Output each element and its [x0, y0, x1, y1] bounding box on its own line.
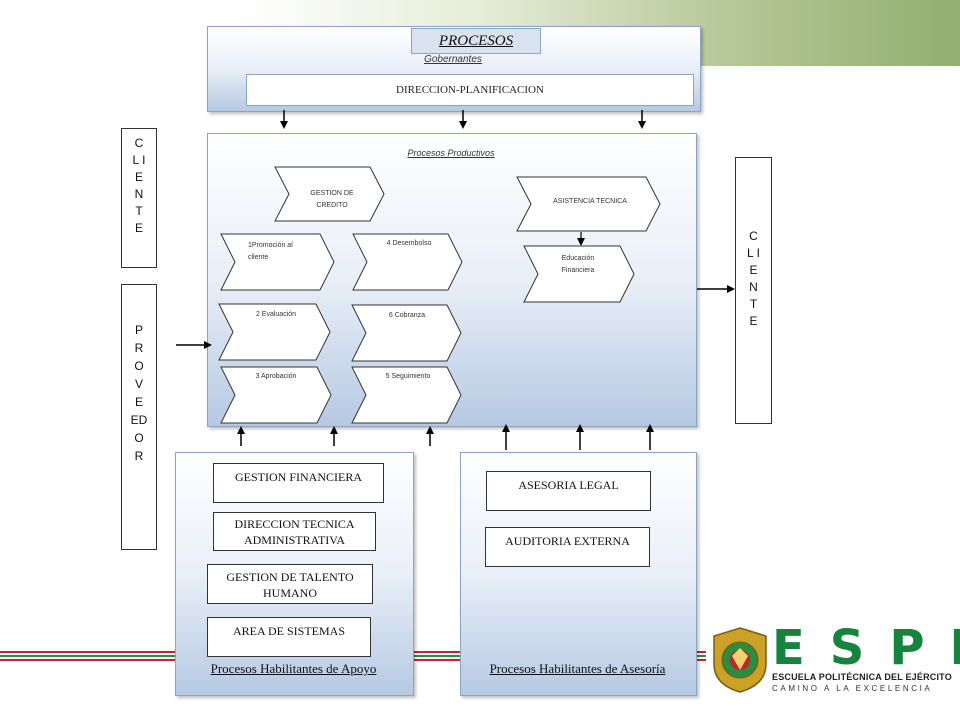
- auditoria-externa-box: AUDITORIA EXTERNA: [485, 527, 650, 567]
- evaluacion-shape: [218, 303, 331, 361]
- evaluacion-label: 2 Evaluación: [255, 311, 297, 318]
- promocion-line2: cliente: [248, 254, 269, 261]
- educacion-line1: Educación: [561, 255, 595, 262]
- seguimiento-shape: [351, 366, 462, 424]
- promocion-shape: [220, 233, 335, 291]
- left-client-box: C L I E N T E: [121, 128, 157, 268]
- direction-planning-box: DIRECCION-PLANIFICACION: [246, 74, 694, 106]
- seguimiento-label: 5 Seguimiento: [385, 373, 431, 380]
- espe-line1: ESCUELA POLITÉCNICA DEL EJÉRCITO: [772, 672, 952, 682]
- desembolso-shape: [352, 233, 463, 291]
- asistencia-tecnica-label: ASISTENCIA TECNICA: [553, 198, 627, 205]
- asesoria-legal-box: ASESORIA LEGAL: [486, 471, 651, 511]
- direccion-tecnica-box: DIRECCION TECNICA ADMINISTRATIVA: [213, 512, 376, 551]
- gestion-credito-shape: [274, 166, 385, 222]
- talento-humano-box: GESTION DE TALENTO HUMANO: [207, 564, 373, 604]
- asistencia-tecnica-shape: [516, 176, 661, 232]
- cobranza-label: 6 Cobranza: [388, 312, 426, 319]
- productive-title: Procesos Productivos: [407, 148, 495, 158]
- desembolso-label: 4 Desembolso: [386, 240, 432, 247]
- governing-subtitle: Gobernantes: [424, 54, 482, 65]
- provider-box: P R O V E ED O R: [121, 284, 157, 550]
- gestion-credito-line2: CREDITO: [316, 202, 348, 209]
- aprobacion-shape: [220, 366, 332, 424]
- apoyo-title: Procesos Habilitantes de Apoyo: [210, 661, 377, 676]
- area-sistemas-box: AREA DE SISTEMAS: [207, 617, 371, 657]
- promocion-label: 1Promoción al cliente: [248, 240, 318, 264]
- educacion-financiera-shape: [523, 245, 635, 303]
- gestion-financiera-box: GESTION FINANCIERA: [213, 463, 384, 503]
- espe-crest-icon: [713, 627, 767, 693]
- espe-line2: CAMINO A LA EXCELENCIA: [772, 684, 933, 693]
- gestion-credito-line1: GESTION DE: [310, 190, 354, 197]
- educacion-financiera-label: Educación Financiera: [543, 253, 613, 277]
- promocion-line1: 1Promoción al: [248, 242, 293, 249]
- aprobacion-label: 3 Aprobación: [255, 373, 297, 380]
- right-client-box: C L I E N T E: [735, 157, 772, 424]
- cobranza-shape: [351, 304, 462, 362]
- asesoria-title: Procesos Habilitantes de Asesoría: [489, 661, 666, 676]
- educacion-line2: Financiera: [561, 267, 595, 274]
- processes-title: PROCESOS: [438, 33, 514, 49]
- gestion-credito-label: GESTION DE CREDITO: [300, 188, 364, 212]
- processes-title-box: PROCESOS: [411, 28, 541, 54]
